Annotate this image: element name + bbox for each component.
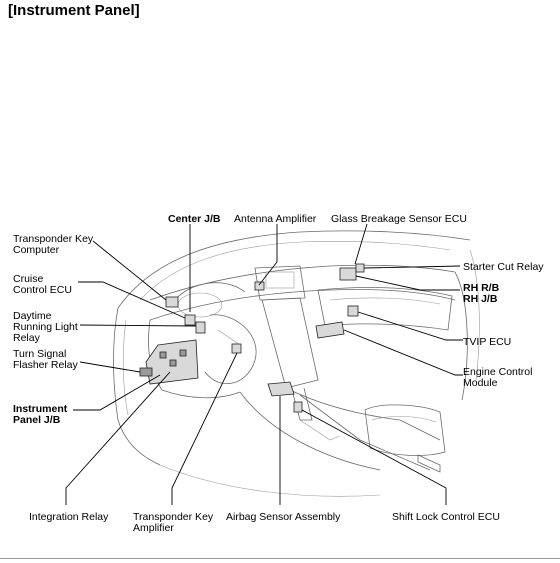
- label-center-jb: Center J/B: [168, 213, 221, 225]
- label-glass-breakage-sensor-ecu: Glass Breakage Sensor ECU: [331, 213, 467, 225]
- label-drl-relay: Daytime Running Light Relay: [13, 310, 81, 344]
- antenna-amplifier-part: [254, 281, 265, 291]
- label-rh-rb: RH R/B: [463, 282, 500, 294]
- label-rh-jb: RH J/B: [463, 293, 498, 305]
- transponder-key-computer-part: [165, 296, 179, 308]
- starter-cut-relay-part: [355, 263, 365, 273]
- label-antenna-amplifier: Antenna Amplifier: [234, 213, 317, 225]
- engine-control-module-part: [315, 321, 345, 339]
- drl-relay-part: [195, 321, 206, 334]
- label-cruise-control-ecu: Cruise Control ECU: [13, 273, 72, 296]
- rh-rb-part: [339, 267, 357, 281]
- label-engine-control-module: Engine Control Module: [463, 366, 535, 389]
- label-transponder-key-computer: Transponder Key Computer: [13, 233, 96, 256]
- center-jb-part: [184, 314, 196, 326]
- tvip-ecu-part: [347, 305, 359, 317]
- leader-lines: [65, 223, 463, 505]
- component-shapes: [139, 263, 365, 413]
- bottom-divider: [0, 558, 560, 559]
- vehicle-interior-drawing: [113, 230, 480, 497]
- label-shift-lock-control-ecu: Shift Lock Control ECU: [392, 511, 500, 523]
- page-title: [Instrument Panel]: [8, 2, 140, 19]
- label-tvip-ecu: TVIP ECU: [463, 336, 511, 348]
- label-integration-relay: Integration Relay: [29, 511, 109, 523]
- label-starter-cut-relay: Starter Cut Relay: [463, 261, 544, 273]
- callout-labels: Transponder Key Computer Cruise Control …: [13, 213, 544, 534]
- transponder-key-amplifier-part: [231, 343, 242, 354]
- label-transponder-key-amplifier: Transponder Key Amplifier: [133, 511, 216, 534]
- label-turn-signal-flasher-relay: Turn Signal Flasher Relay: [13, 348, 79, 371]
- label-instrument-panel-jb: Instrument Panel J/B: [13, 403, 70, 426]
- turn-signal-flasher-relay-part: [139, 367, 153, 377]
- label-airbag-sensor-assembly: Airbag Sensor Assembly: [226, 511, 341, 523]
- shift-lock-control-ecu-part: [293, 401, 303, 413]
- airbag-sensor-assembly-part: [267, 381, 295, 397]
